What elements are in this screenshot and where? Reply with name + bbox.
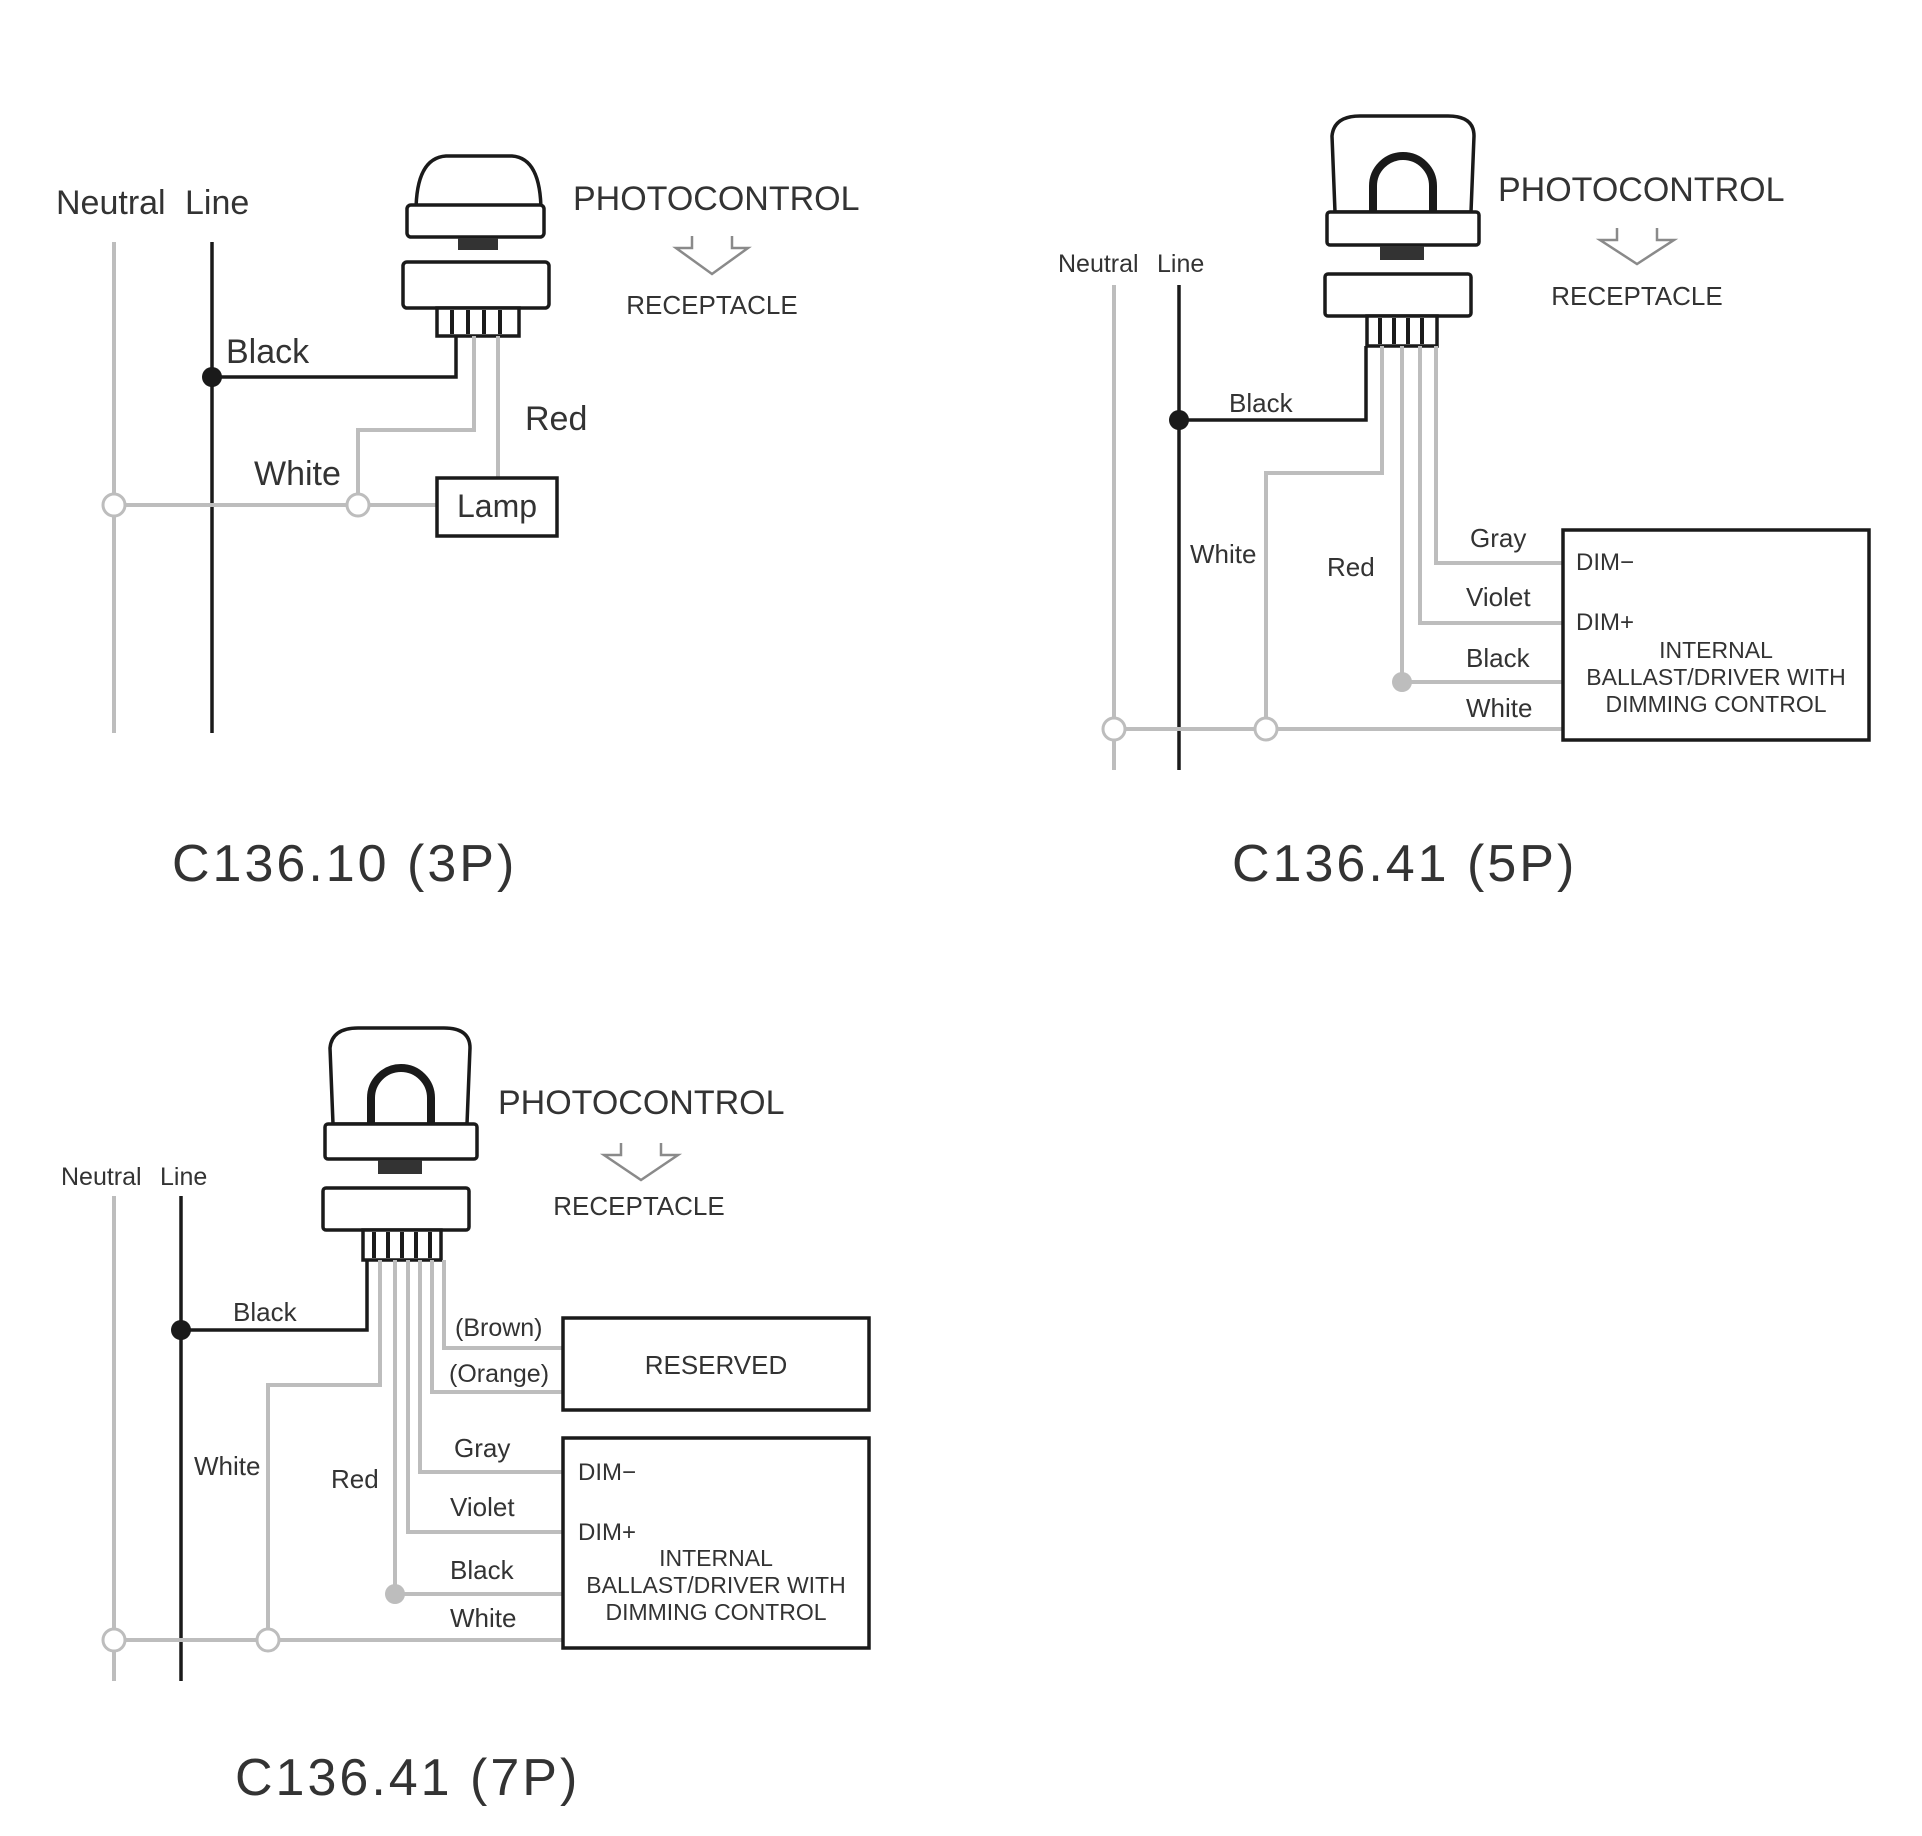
driver-box-5p [1561,528,1871,742]
diagram-7p: Neutral Line PHOTOCONTROL RECEPTACLE Bla… [61,1026,871,1807]
down-arrow-icon [672,236,752,276]
diagram-5p: Neutral Line PHOTOCONTROL RECEPTACLE Bla… [1058,114,1871,893]
driver-line-2-7p: BALLAST/DRIVER WITH [586,1572,845,1598]
brown-wire-label-7p: (Brown) [455,1314,543,1342]
violet-wire-label-5p: Violet [1466,582,1531,612]
black-wire-label-7p: Black [233,1297,298,1327]
white-junction-3p [345,492,371,518]
neutral-label-5p: Neutral [1058,250,1139,278]
neutral-junction-5p [1101,716,1127,742]
driver-line-1-5p: INTERNAL [1659,637,1773,663]
white-wire-5p [1264,346,1384,729]
violet-wire-label-7p: Violet [450,1492,515,1522]
reserved-label: RESERVED [645,1350,788,1380]
down-arrow-icon [599,1143,683,1182]
photocontrol-label-7p: PHOTOCONTROL [498,1084,785,1122]
black-junction-7p [171,1320,191,1340]
driver-black-wire-label-5p: Black [1466,643,1531,673]
photocontrol-label-5p: PHOTOCONTROL [1498,171,1785,209]
dim-minus-label-5p: DIM− [1576,549,1634,576]
white-junction-5p [1253,716,1279,742]
black-wire-label-3p: Black [226,333,310,371]
white-wire-label-7p: White [194,1451,260,1481]
driver-box-7p [561,1436,871,1650]
driver-line-2-5p: BALLAST/DRIVER WITH [1586,664,1845,690]
red-junction-7p [385,1584,405,1604]
dim-plus-label-7p: DIM+ [578,1519,636,1546]
caption-3p: C136.10 (3P) [172,835,517,893]
gray-wire-5p [1434,346,1563,565]
red-junction-5p [1392,672,1412,692]
dim-minus-label-7p: DIM− [578,1459,636,1486]
receptacle-label-3p: RECEPTACLE [626,290,797,320]
photocontrol-device-3p [401,154,551,338]
caption-7p: C136.41 (7P) [235,1749,580,1807]
gray-wire-label-5p: Gray [1470,523,1526,553]
receptacle-label-7p: RECEPTACLE [553,1191,724,1221]
black-wire-label-5p: Black [1229,388,1294,418]
photocontrol-device-5p [1323,114,1481,348]
white-wire-3p [356,336,476,505]
black-wire-7p [181,1260,369,1332]
white-wire-7p [266,1260,382,1640]
line-label-7p: Line [160,1163,207,1191]
white-junction-7p [255,1627,281,1653]
black-junction-3p [202,367,222,387]
reserved-box [561,1316,871,1412]
gray-wire-label-7p: Gray [454,1433,510,1463]
red-wire-label-7p: Red [331,1464,379,1494]
black-wire-3p [212,336,458,379]
lamp-box [435,476,559,538]
driver-line-3-5p: DIMMING CONTROL [1605,691,1826,717]
neutral-junction-3p [101,492,127,518]
line-label-5p: Line [1157,250,1204,278]
receptacle-label-5p: RECEPTACLE [1551,281,1722,311]
violet-wire-7p [406,1260,563,1534]
red-wire-label-5p: Red [1327,552,1375,582]
driver-black-wire-label-7p: Black [450,1555,515,1585]
down-arrow-icon [1595,228,1679,266]
orange-wire-7p [430,1260,563,1394]
red-wire-label-3p: Red [525,400,587,438]
driver-line-1-7p: INTERNAL [659,1545,773,1571]
brown-wire-7p [442,1260,563,1350]
black-junction-5p [1169,410,1189,430]
lamp-label: Lamp [457,488,537,524]
orange-wire-label-7p: (Orange) [449,1360,549,1388]
driver-white-wire-label-5p: White [1466,693,1532,723]
neutral-junction-7p [101,1627,127,1653]
photocontrol-device-7p [321,1026,479,1262]
violet-wire-5p [1418,346,1563,625]
line-label-3p: Line [185,184,249,222]
photocontrol-label-3p: PHOTOCONTROL [573,180,860,218]
diagram-3p: Neutral Line PHOTOCONTROL RECEPTACLE Bla… [56,154,860,893]
white-wire-label-5p: White [1190,539,1256,569]
white-wire-label-3p: White [254,455,341,493]
gray-wire-7p [418,1260,563,1474]
neutral-label-7p: Neutral [61,1163,142,1191]
caption-5p: C136.41 (5P) [1232,835,1577,893]
driver-white-wire-label-7p: White [450,1603,516,1633]
dim-plus-label-5p: DIM+ [1576,609,1634,636]
neutral-label-3p: Neutral [56,184,166,222]
driver-line-3-7p: DIMMING CONTROL [605,1599,826,1625]
black-wire-5p [1179,346,1368,422]
